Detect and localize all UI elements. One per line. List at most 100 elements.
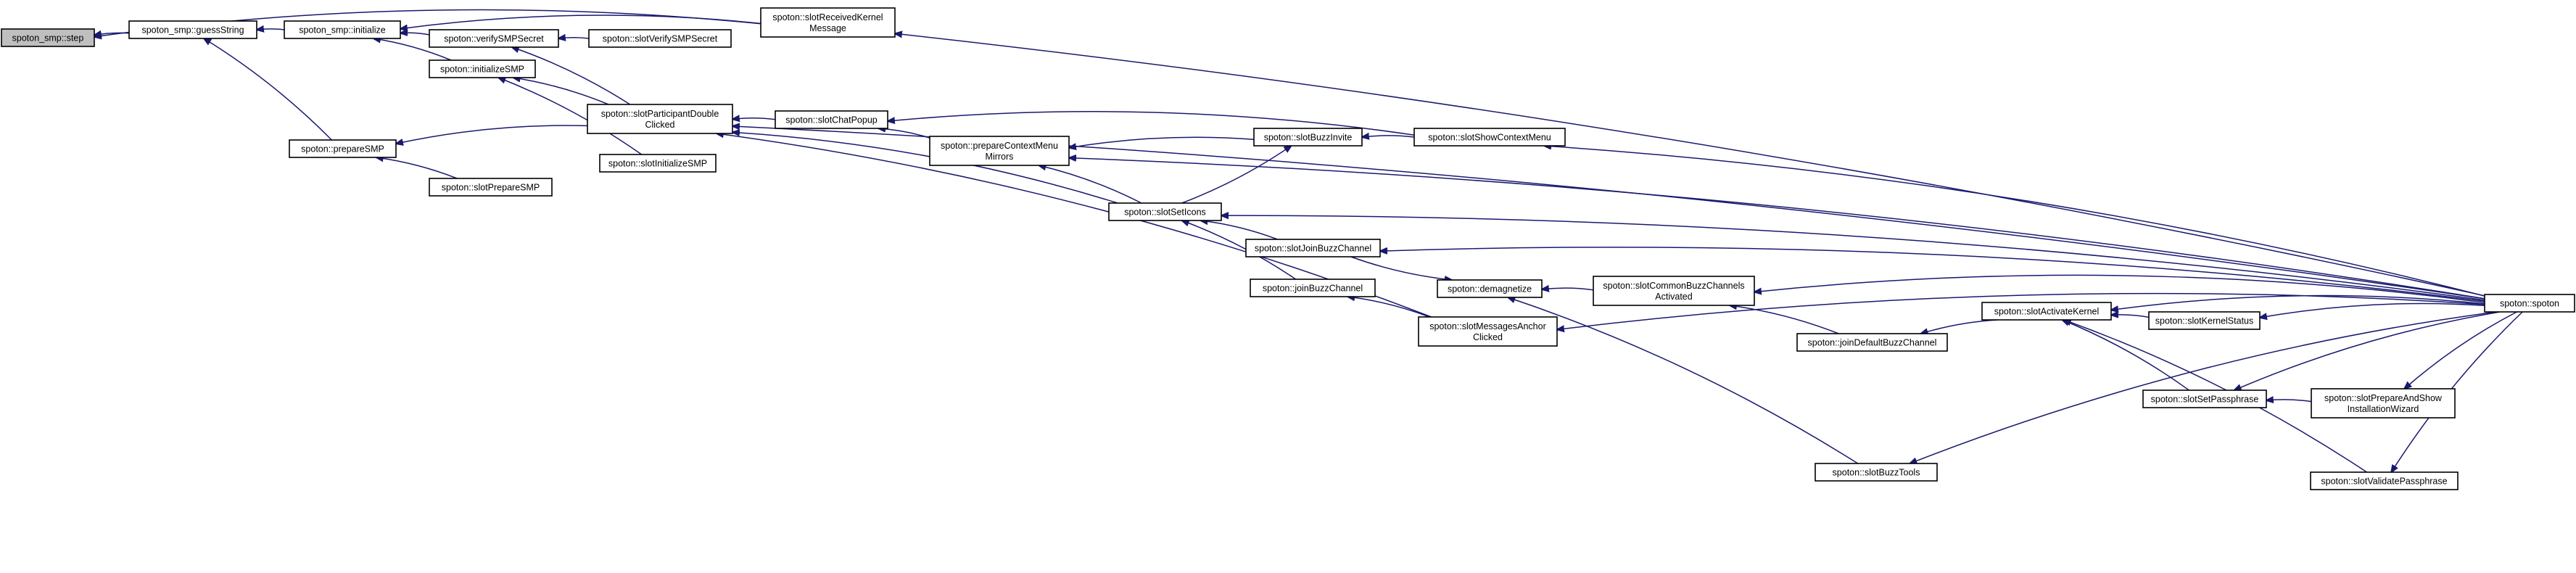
- node-label-line: spoton::slotBuzzInvite: [1264, 133, 1353, 143]
- node-box[interactable]: [587, 104, 733, 134]
- edge-joinDefault-to-commonBuzz: [1730, 305, 1839, 334]
- node-box[interactable]: [929, 136, 1070, 166]
- node-box[interactable]: [1245, 239, 1381, 257]
- node-guess[interactable]: spoton_smp::guessString: [128, 20, 257, 39]
- edge-joinBuzzSlot-to-demag: [1350, 256, 1452, 280]
- node-box[interactable]: [1, 28, 95, 47]
- node-box[interactable]: [1593, 276, 1755, 306]
- node-prepareSMP[interactable]: spoton::prepareSMP: [289, 139, 397, 158]
- edge-spoton-to-kernelStatus: [2260, 302, 2485, 317]
- node-box[interactable]: [2310, 471, 2459, 490]
- nodes-layer: spoton_smp::step spoton::slotReceivedKern…: [1, 7, 2575, 490]
- node-label-line: spoton::slotKernelStatus: [2155, 316, 2254, 326]
- node-box[interactable]: [599, 154, 717, 173]
- node-box[interactable]: [1253, 128, 1363, 147]
- node-box[interactable]: [128, 20, 257, 39]
- node-setIcons[interactable]: spoton::slotSetIcons: [1108, 202, 1222, 221]
- node-label-line: spoton::slotPrepareSMP: [442, 183, 540, 193]
- node-showCtx[interactable]: spoton::slotShowContextMenu: [1413, 128, 1566, 147]
- edge-verify-to-init: [400, 33, 430, 35]
- edge-spoton-to-activateKernel: [2111, 294, 2485, 310]
- node-box[interactable]: [2148, 311, 2261, 330]
- edge-spoton-to-msgAnchor: [1557, 292, 2485, 330]
- edge-buzzTools-to-demag: [1508, 297, 1859, 464]
- node-box[interactable]: [1418, 316, 1558, 347]
- edge-chatPopup-to-participant: [732, 118, 776, 120]
- edge-slotInitSMP-to-initSMP: [498, 78, 643, 155]
- node-box[interactable]: [2142, 389, 2267, 408]
- node-label-line: spoton::initializeSMP: [440, 65, 524, 75]
- edge-spoton-to-showCtx: [1544, 146, 2485, 297]
- node-box[interactable]: [2311, 388, 2456, 419]
- node-slotInitSMP[interactable]: spoton::slotInitializeSMP: [599, 154, 717, 173]
- node-init[interactable]: spoton_smp::initialize: [284, 20, 401, 39]
- node-verify[interactable]: spoton::verifySMPSecret: [429, 29, 559, 48]
- node-label-line: spoton::prepareSMP: [301, 144, 384, 154]
- node-joinDefault[interactable]: spoton::joinDefaultBuzzChannel: [1796, 333, 1948, 352]
- node-label-line: spoton::slotJoinBuzzChannel: [1255, 244, 1371, 254]
- node-setPass[interactable]: spoton::slotSetPassphrase: [2142, 389, 2267, 408]
- node-buzzInvite[interactable]: spoton::slotBuzzInvite: [1253, 128, 1363, 147]
- node-initSMP[interactable]: spoton::initializeSMP: [429, 59, 536, 78]
- node-spoton[interactable]: spoton::spoton: [2484, 294, 2575, 313]
- node-label-line: spoton::slotChatPopup: [785, 115, 878, 125]
- node-box[interactable]: [429, 178, 553, 197]
- edge-kernelStatus-to-activateKernel: [2111, 315, 2150, 317]
- node-activateKernel[interactable]: spoton::slotActivateKernel: [1981, 302, 2112, 321]
- node-box[interactable]: [1815, 463, 1938, 482]
- edge-msgAnchor-to-joinBuzz: [1347, 297, 1430, 318]
- node-box[interactable]: [588, 29, 732, 48]
- node-kernelStatus[interactable]: spoton::slotKernelStatus: [2148, 311, 2261, 330]
- node-slotVerify[interactable]: spoton::slotVerifySMPSecret: [588, 29, 732, 48]
- edge-init-to-guess: [257, 29, 285, 30]
- node-box[interactable]: [2484, 294, 2575, 313]
- node-label-line: spoton_smp::guessString: [141, 25, 244, 36]
- node-validatePass[interactable]: spoton::slotValidatePassphrase: [2310, 471, 2459, 490]
- node-box[interactable]: [1108, 202, 1222, 221]
- edge-spoton-to-validatePass: [2391, 311, 2523, 472]
- node-slotPrepareSMP[interactable]: spoton::slotPrepareSMP: [429, 178, 553, 197]
- node-box[interactable]: [1437, 279, 1543, 298]
- node-joinBuzzSlot[interactable]: spoton::slotJoinBuzzChannel: [1245, 239, 1381, 257]
- node-box[interactable]: [289, 139, 397, 158]
- node-step[interactable]: spoton_smp::step: [1, 28, 95, 47]
- edge-setIcons-to-buzzInvite: [1181, 146, 1292, 204]
- node-box[interactable]: [760, 7, 896, 38]
- node-label-line: spoton::slotPrepareAndShow: [2324, 393, 2443, 403]
- edge-setIcons-to-prepCtx: [1039, 165, 1142, 204]
- node-box[interactable]: [429, 29, 559, 48]
- node-box[interactable]: [429, 59, 536, 78]
- node-label-line: spoton::slotBuzzTools: [1833, 468, 1920, 478]
- node-label-line: spoton::slotSetPassphrase: [2151, 395, 2259, 405]
- edge-prepareShow-to-setPass: [2266, 400, 2312, 402]
- node-prepareShow[interactable]: spoton::slotPrepareAndShowInstallationWi…: [2311, 388, 2456, 419]
- node-box[interactable]: [1981, 302, 2112, 321]
- node-box[interactable]: [775, 110, 888, 129]
- node-box[interactable]: [1796, 333, 1948, 352]
- node-label-line: spoton::slotValidatePassphrase: [2321, 477, 2447, 487]
- node-label-line: spoton::slotCommonBuzzChannels: [1603, 281, 1744, 291]
- node-chatPopup[interactable]: spoton::slotChatPopup: [775, 110, 888, 129]
- node-label-line: spoton::joinBuzzChannel: [1263, 284, 1363, 294]
- node-demag[interactable]: spoton::demagnetize: [1437, 279, 1543, 298]
- node-joinBuzz[interactable]: spoton::joinBuzzChannel: [1250, 279, 1376, 297]
- edge-initSMP-to-init: [373, 38, 452, 61]
- edge-showCtx-to-buzzInvite: [1362, 136, 1415, 137]
- node-label-line: spoton::slotSetIcons: [1124, 207, 1206, 218]
- edges-layer: [94, 9, 2523, 472]
- node-box[interactable]: [284, 20, 401, 39]
- node-box[interactable]: [1413, 128, 1566, 147]
- node-label-line: spoton::prepareContextMenu: [941, 141, 1058, 151]
- edge-spoton-to-setPass: [2234, 311, 2501, 390]
- node-box[interactable]: [1250, 279, 1376, 297]
- node-buzzTools[interactable]: spoton::slotBuzzTools: [1815, 463, 1938, 482]
- edge-slotPrepareSMP-to-prepareSMP: [376, 157, 458, 179]
- node-label-line: Clicked: [1473, 332, 1503, 342]
- edge-showCtx-to-chatPopup: [888, 111, 1415, 136]
- node-label-line: spoton::verifySMPSecret: [444, 34, 544, 44]
